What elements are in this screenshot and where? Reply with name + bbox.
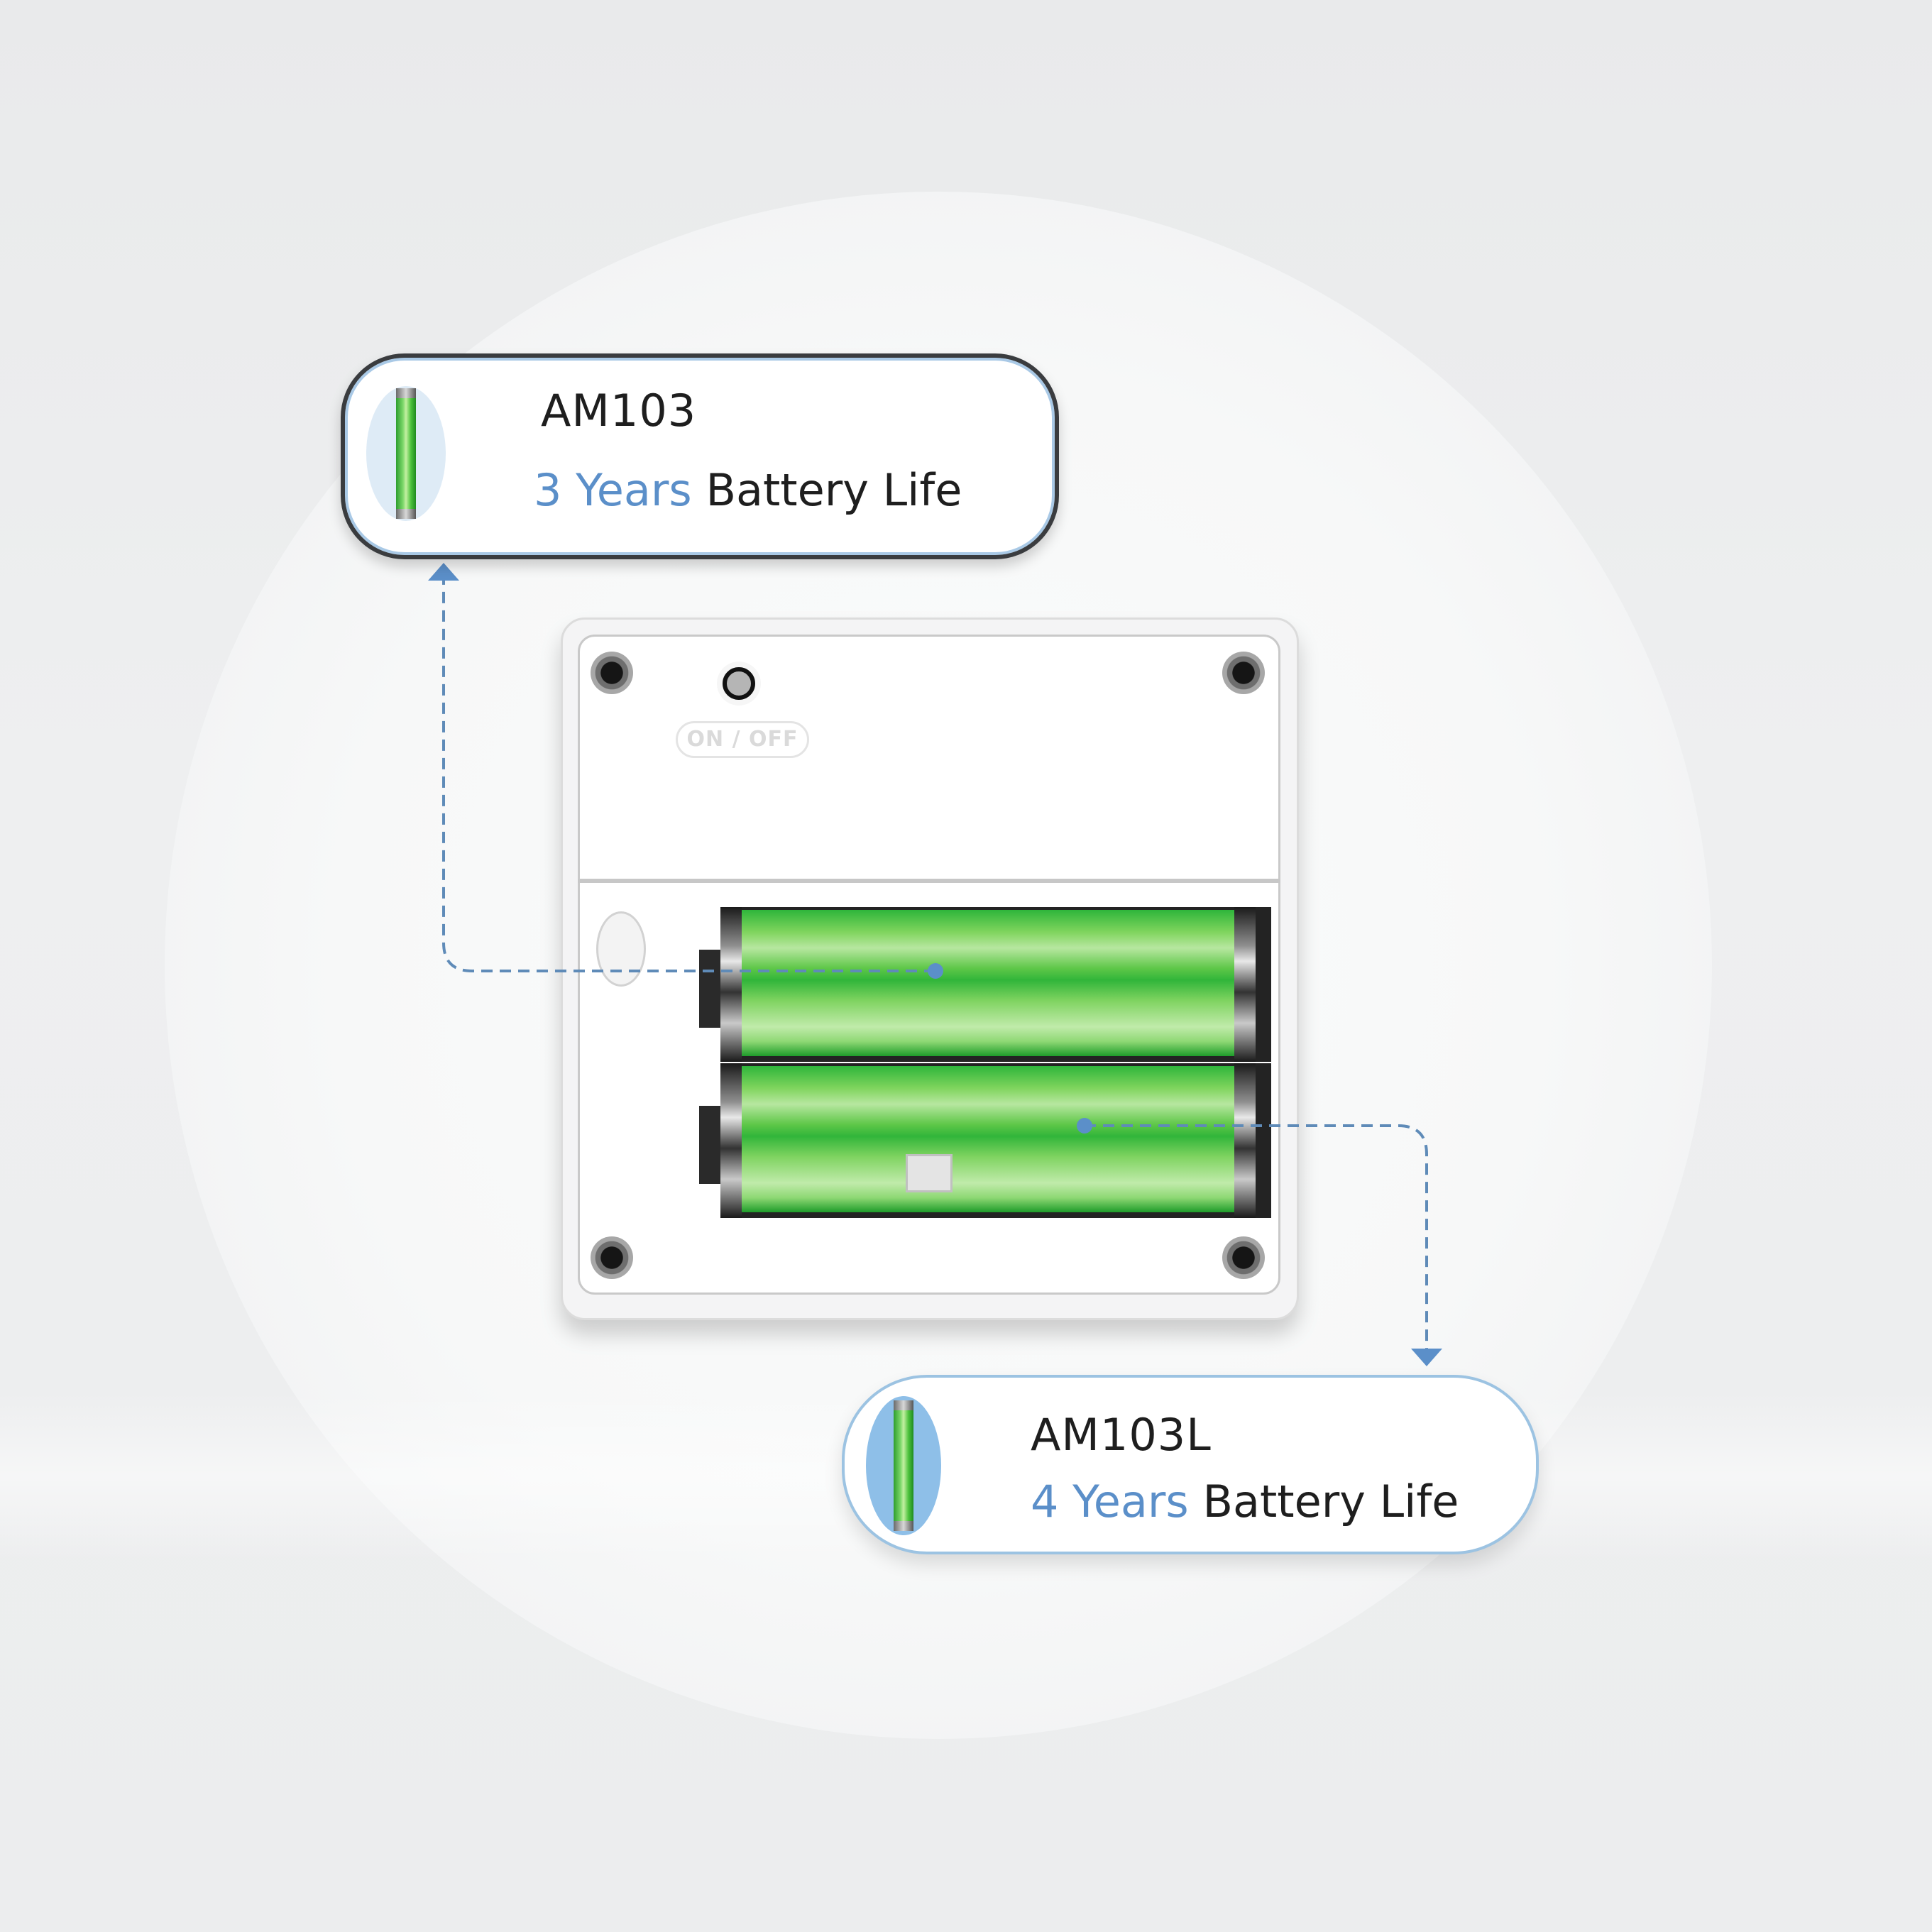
anchor-dot-icon xyxy=(1077,1118,1092,1134)
battery-clip xyxy=(699,950,720,1028)
battery-icon xyxy=(894,1400,913,1531)
battery-terminal xyxy=(1234,1063,1256,1218)
screw-icon-top-left xyxy=(591,652,633,694)
battery-body xyxy=(742,1066,1236,1212)
compartment-divider xyxy=(578,879,1280,883)
anchor-dot-icon xyxy=(928,963,943,979)
power-button-icon xyxy=(723,667,755,700)
battery-life-text: 3 Years Battery Life xyxy=(534,464,962,516)
battery-cell-top xyxy=(699,907,1271,1062)
battery-terminal xyxy=(720,907,742,1062)
sensor-hole xyxy=(596,911,646,987)
battery-terminal xyxy=(1234,907,1256,1062)
battery-icon xyxy=(396,388,416,519)
battery-clip xyxy=(699,1106,720,1184)
battery-life-label: Battery Life xyxy=(1202,1476,1459,1527)
callout-am103: AM103 3 Years Battery Life xyxy=(341,353,1059,559)
screw-icon-top-right xyxy=(1222,652,1265,694)
battery-life-label: Battery Life xyxy=(706,464,962,516)
battery-years: 4 Years xyxy=(1031,1476,1189,1527)
screw-icon-bottom-left xyxy=(591,1236,633,1279)
screw-icon-bottom-right xyxy=(1222,1236,1265,1279)
power-switch-label: ON / OFF xyxy=(676,721,809,758)
arrow-down-icon xyxy=(1411,1349,1442,1366)
battery-years: 3 Years xyxy=(534,464,692,516)
model-name: AM103 xyxy=(541,385,697,437)
release-tab xyxy=(906,1154,953,1192)
sensor-device-back: ON / OFF xyxy=(561,618,1299,1334)
battery-body xyxy=(742,910,1236,1056)
arrow-up-icon xyxy=(428,563,459,581)
battery-badge xyxy=(366,386,446,521)
battery-badge xyxy=(866,1396,941,1535)
connector-line-am103l xyxy=(1085,1124,1428,1349)
connector-line-am103 xyxy=(442,581,935,972)
model-name: AM103L xyxy=(1031,1409,1212,1461)
battery-life-text: 4 Years Battery Life xyxy=(1031,1476,1459,1527)
battery-terminal xyxy=(720,1063,742,1218)
callout-am103l: AM103L 4 Years Battery Life xyxy=(842,1375,1539,1554)
battery-cell-bottom xyxy=(699,1063,1271,1218)
power-button[interactable] xyxy=(717,662,761,706)
